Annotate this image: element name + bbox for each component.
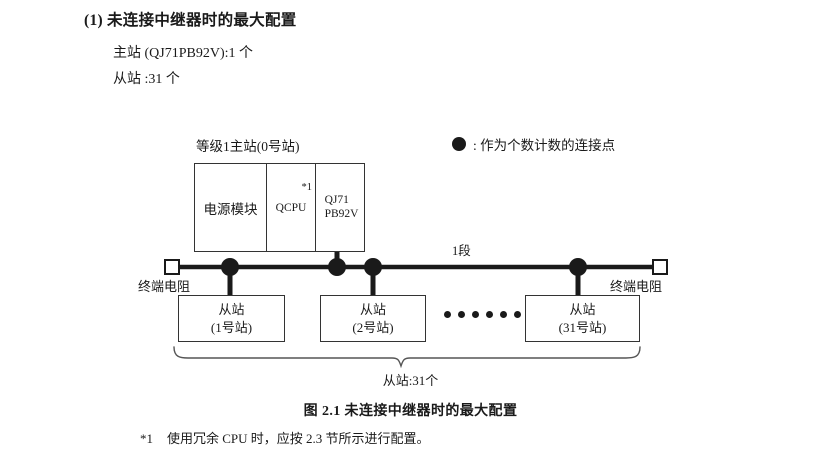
filled-circle-icon — [452, 137, 466, 151]
legend-text: : 作为个数计数的连接点 — [473, 138, 616, 153]
qcpu-label: QCPU — [275, 201, 307, 214]
footnote-mark: *1 — [140, 431, 153, 446]
terminator-left-icon — [164, 259, 180, 275]
connection-dot-slave-31 — [569, 258, 587, 276]
footnote: *1 使用冗余 CPU 时，应按 2.3 节所示进行配置。 — [140, 428, 430, 447]
section-title: 未连接中继器时的最大配置 — [106, 12, 297, 29]
ellipsis-dots — [444, 311, 521, 318]
slave-station-1-box: 从站 (1号站) — [178, 295, 285, 342]
segment-label: 1段 — [452, 244, 471, 258]
slave-2-label-line1: 从站 — [359, 302, 386, 318]
connection-dot-slave-1 — [221, 258, 239, 276]
slave-station-31-box: 从站 (31号站) — [525, 295, 640, 342]
spec-line-slave: 从站 :31 个 — [113, 72, 180, 87]
master-cell-power-module: 电源模块 — [195, 164, 267, 251]
ellipsis-dot — [472, 311, 479, 318]
legend: : 作为个数计数的连接点 — [452, 134, 615, 154]
slave-31-label-line1: 从站 — [569, 302, 596, 318]
figure-caption: 图 2.1 未连接中继器时的最大配置 — [303, 404, 518, 419]
slave-count-label: 从站:31个 — [382, 373, 439, 388]
pb92v-label-line2: PB92V — [324, 207, 359, 220]
slave-31-label-line2: (31号站) — [558, 319, 607, 335]
connection-dot-master — [328, 258, 346, 276]
ellipsis-dot — [458, 311, 465, 318]
pb92v-label-line1: QJ71 — [324, 193, 349, 206]
master-station-caption: 等级1主站(0号站) — [196, 139, 300, 154]
ellipsis-dot — [486, 311, 493, 318]
slave-1-label-line2: (1号站) — [210, 319, 253, 335]
spec-line-master: 主站 (QJ71PB92V):1 个 — [113, 46, 254, 61]
slave-2-label-line2: (2号站) — [352, 319, 394, 335]
section-heading: (1)未连接中继器时的最大配置 — [84, 8, 297, 30]
ellipsis-dot — [514, 311, 521, 318]
ellipsis-dot — [500, 311, 507, 318]
footnote-marker-1: *1 — [301, 182, 313, 193]
slave-1-label-line1: 从站 — [218, 302, 245, 318]
connection-dot-slave-2 — [364, 258, 382, 276]
footnote-text: 使用冗余 CPU 时，应按 2.3 节所示进行配置。 — [167, 431, 430, 446]
slave-group-brace — [173, 346, 641, 369]
power-module-label: 电源模块 — [203, 201, 258, 217]
terminator-right-icon — [652, 259, 668, 275]
slave-station-2-box: 从站 (2号站) — [320, 295, 426, 342]
master-cell-qcpu: QCPU *1 — [267, 164, 316, 251]
ellipsis-dot — [444, 311, 451, 318]
terminator-left-label: 终端电阻 — [138, 279, 191, 294]
terminator-right-label: 终端电阻 — [610, 279, 663, 294]
section-number: (1) — [84, 12, 103, 29]
